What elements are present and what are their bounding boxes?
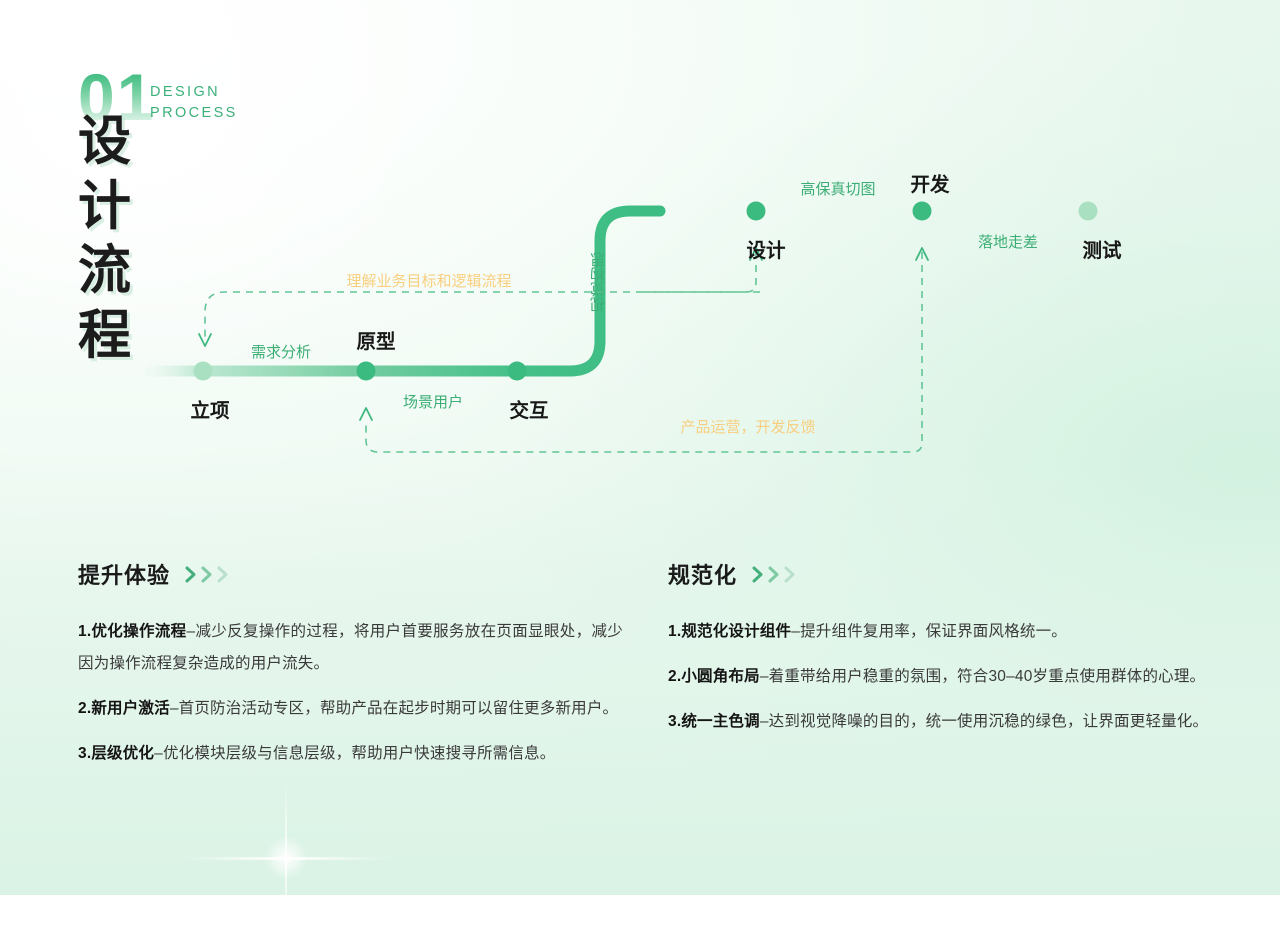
list-item-lead: 1.规范化设计组件: [668, 623, 792, 640]
edge-label-luodizoucha: 落地走差: [977, 234, 1039, 251]
chevron-right-icon: [751, 565, 798, 584]
feedback-branch-to-sheji: [640, 252, 757, 293]
feedback-loop-upper: [204, 291, 760, 342]
list-item-body: 减少反复操作的过程，将用户首要服务放在页面显眼处，减少因为操作流程复杂造成的用户…: [78, 623, 624, 672]
section-standardization: 规范化 1.规范化设计组件–提升组件复用率，保证界面风格统一。 2.小圆角布局–…: [668, 558, 1213, 751]
flow-node-dot-kaifa[interactable]: [912, 201, 932, 221]
feedback-arrow-to-kaifa: [915, 247, 929, 261]
list-item-dash: –: [169, 700, 179, 717]
flow-node-dot-yuanxing[interactable]: [356, 361, 376, 381]
list-item-dash: –: [154, 745, 163, 762]
list-item: 2.新用户激活–首页防治活动专区，帮助产品在起步时期可以留住更多新用户。: [78, 693, 623, 725]
flow-node-label-lixiang: 立项: [190, 400, 230, 422]
design-process-flow-diagram: 立项 原型 交互 设计 开发 测试 需求分析 场景用户 高保真切图 落地走差 视…: [144, 174, 1122, 453]
flow-node-label-kaifa: 开发: [910, 174, 950, 196]
section-subtitle-english: DESIGN PROCESS: [150, 82, 238, 124]
list-item-lead: 3.层级优化: [78, 745, 155, 762]
feedback-arrow-to-lixiang: [198, 333, 212, 347]
edge-label-changjingyonghu: 场景用户: [402, 394, 464, 411]
flow-node-dot-sheji[interactable]: [746, 201, 766, 221]
section-body: 1.规范化设计组件–提升组件复用率，保证界面风格统一。 2.小圆角布局–着重带给…: [668, 616, 1213, 738]
feedback-arrow-to-sheji: [749, 247, 763, 261]
list-item: 3.层级优化–优化模块层级与信息层级，帮助用户快速搜寻所需信息。: [78, 738, 623, 770]
edge-label-shijuegousi: 视觉构思: [590, 252, 607, 312]
section-improve-experience: 提升体验 1.优化操作流程–减少反复操作的过程，将用户首要服务放在页面显眼处，减…: [78, 558, 623, 783]
section-title: 提升体验: [78, 563, 171, 588]
feedback-loop-lower: [365, 252, 923, 453]
section-number: 01: [78, 60, 156, 134]
feedback-arrow-to-yuanxing: [359, 407, 373, 421]
list-item-dash: –: [759, 668, 769, 685]
flow-track-lower: [144, 205, 666, 377]
list-item-dash: –: [759, 713, 769, 730]
list-item-body: 优化模块层级与信息层级，帮助用户快速搜寻所需信息。: [162, 745, 556, 762]
edge-label-gaobaozhenqietu: 高保真切图: [800, 181, 876, 198]
flow-node-label-yuanxing: 原型: [356, 331, 396, 353]
list-item-lead: 3.统一主色调: [668, 713, 760, 730]
list-item-dash: –: [791, 623, 801, 640]
flow-path-svg: [144, 205, 1116, 453]
list-item: 2.小圆角布局–着重带给用户稳重的氛围，符合30–40岁重点使用群体的心理。: [668, 661, 1213, 693]
flow-node-dot-jiaohu[interactable]: [507, 361, 527, 381]
list-item-lead: 2.新用户激活: [78, 700, 170, 717]
flow-node-dot-lixiang[interactable]: [193, 361, 213, 381]
flow-node-label-jiaohu: 交互: [509, 400, 549, 422]
subtitle-line-2: PROCESS: [150, 105, 238, 121]
flow-node-dot-ceshi[interactable]: [1078, 201, 1098, 221]
list-item-lead: 1.优化操作流程: [78, 623, 187, 640]
section-title: 规范化: [668, 563, 738, 588]
list-item-dash: –: [186, 623, 196, 640]
annotation-chanpin-yunying: 产品运营，开发反馈: [680, 419, 816, 436]
list-item-lead: 2.小圆角布局: [668, 668, 760, 685]
background-glow-topleft: [0, 0, 500, 360]
list-item-body: 首页防治活动专区，帮助产品在起步时期可以留住更多新用户。: [178, 700, 619, 717]
list-item-body: 着重带给用户稳重的氛围，符合30–40岁重点使用群体的心理。: [768, 668, 1206, 685]
section-header: 提升体验: [78, 558, 623, 590]
list-item-body: 达到视觉降噪的目的，统一使用沉稳的绿色，让界面更轻量化。: [768, 713, 1209, 730]
list-item: 1.规范化设计组件–提升组件复用率，保证界面风格统一。: [668, 616, 1213, 648]
flow-node-label-ceshi: 测试: [1082, 240, 1122, 262]
section-header: 规范化: [668, 558, 1213, 590]
section-body: 1.优化操作流程–减少反复操作的过程，将用户首要服务放在页面显眼处，减少因为操作…: [78, 616, 623, 770]
list-item: 1.优化操作流程–减少反复操作的过程，将用户首要服务放在页面显眼处，减少因为操作…: [78, 616, 623, 680]
edge-label-xuqiufenxi: 需求分析: [250, 344, 312, 361]
flow-node-label-sheji: 设计: [746, 240, 786, 262]
list-item: 3.统一主色调–达到视觉降噪的目的，统一使用沉稳的绿色，让界面更轻量化。: [668, 706, 1213, 738]
chevron-right-icon: [184, 565, 231, 584]
list-item-body: 提升组件复用率，保证界面风格统一。: [800, 623, 1067, 640]
subtitle-line-1: DESIGN: [150, 84, 220, 100]
annotation-lijie-yewu: 理解业务目标和逻辑流程: [346, 273, 512, 290]
page-title: 设计流程: [78, 112, 132, 365]
